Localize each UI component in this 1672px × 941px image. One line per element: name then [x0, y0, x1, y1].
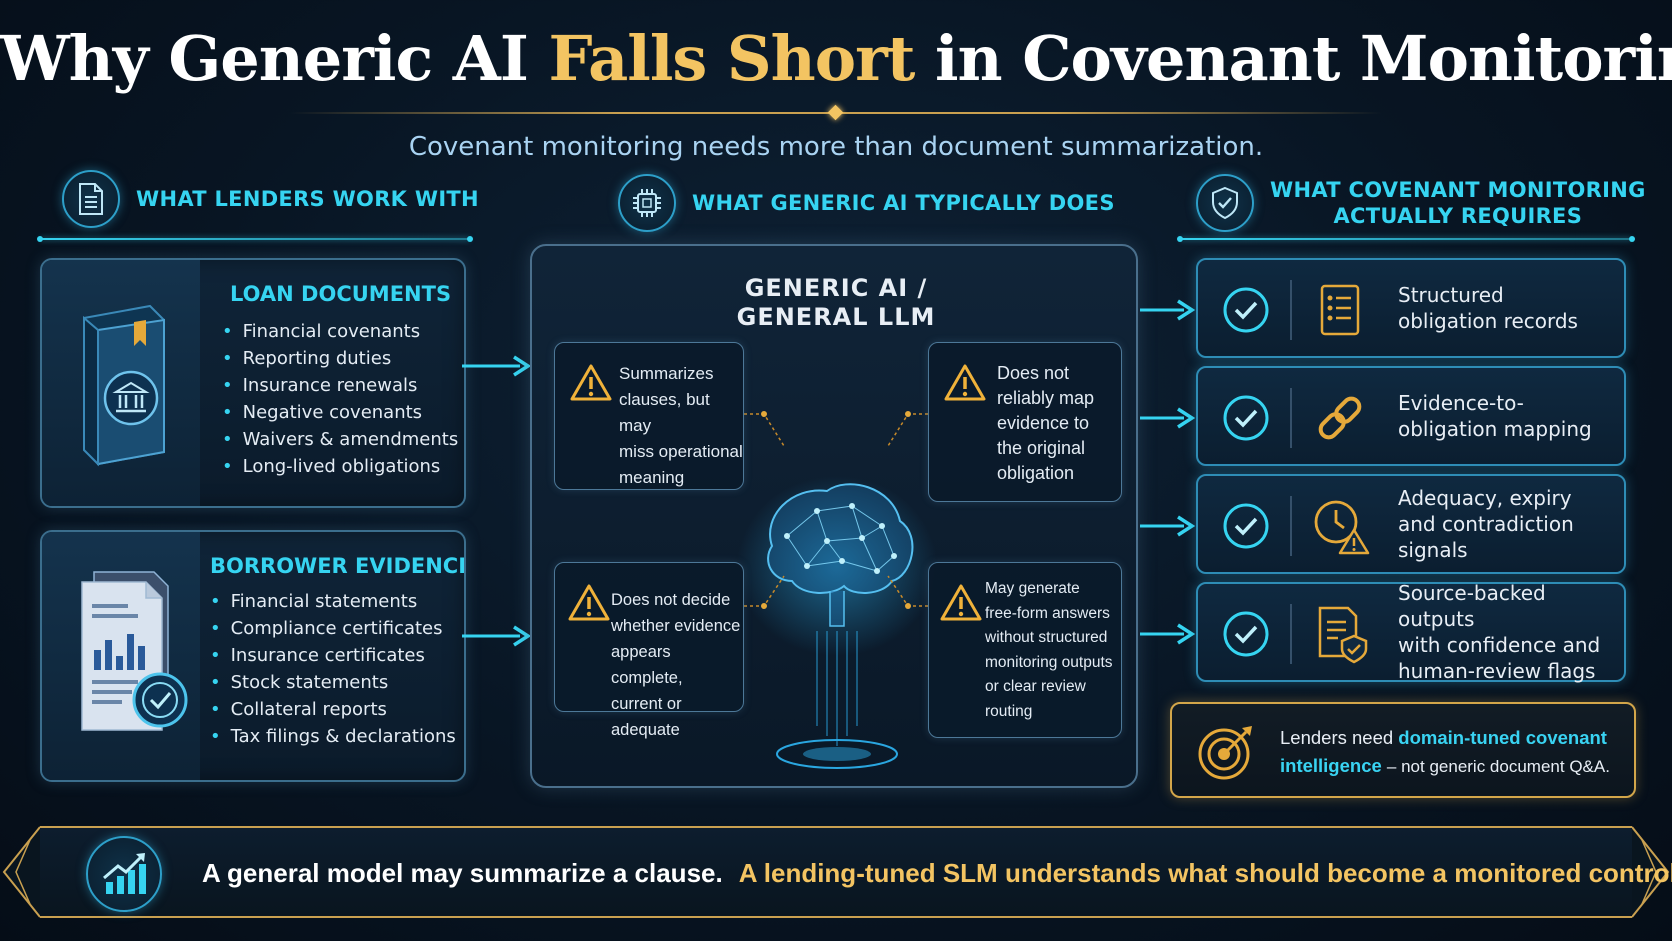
subtitle: Covenant monitoring needs more than docu… [408, 132, 1264, 162]
list-item: Negative covenants [222, 399, 458, 426]
right-header-line [1177, 236, 1635, 242]
warning-box-free-form: May generate free-form answers without s… [928, 562, 1122, 738]
diamond-ornament-icon [827, 104, 844, 121]
banner-left-cap [2, 826, 40, 918]
warning-icon [570, 364, 612, 401]
list-item: Collateral reports [210, 696, 456, 723]
list-item: Long-lived obligations [222, 453, 458, 480]
left-column-header: WHAT LENDERS WORK WITH [62, 170, 479, 228]
borrower-evidence-title: BORROWER EVIDENCE [210, 554, 466, 578]
brain-network-icon [737, 476, 937, 769]
title-highlight: Falls Short [548, 22, 916, 95]
requirement-structured-records: Structured obligation records [1196, 258, 1626, 358]
banner-right-cap [1632, 826, 1670, 918]
list-item: Compliance certificates [210, 615, 456, 642]
warning-icon [568, 584, 610, 621]
financial-document-icon [81, 571, 188, 731]
check-circle-icon [1223, 503, 1269, 549]
center-column-header: WHAT GENERIC AI TYPICALLY DOES [618, 174, 1115, 232]
arrow-right-icon [1140, 515, 1196, 537]
list-item: Tax filings & declarations [210, 723, 456, 750]
generic-ai-panel: GENERIC AI / GENERAL LLM [530, 244, 1138, 788]
shield-check-icon [1196, 174, 1254, 232]
center-header-label: WHAT GENERIC AI TYPICALLY DOES [692, 191, 1115, 215]
list-item: Insurance certificates [210, 642, 456, 669]
growth-chart-icon [86, 836, 162, 912]
list-item: Financial covenants [222, 318, 458, 345]
page-title: Why Generic AI Falls Short in Covenant M… [0, 22, 1672, 95]
borrower-evidence-panel: BORROWER EVIDENCE Financial statements C… [40, 530, 466, 782]
document-icon [62, 170, 120, 228]
link-icon [1318, 396, 1362, 440]
list-item: Stock statements [210, 669, 456, 696]
arrow-right-icon [1140, 299, 1196, 321]
warning-box-completeness: Does not decide whether evidence appears… [554, 562, 744, 739]
right-header-label: WHAT COVENANT MONITORING ACTUALLY REQUIR… [1270, 178, 1646, 228]
check-circle-icon [1223, 287, 1269, 333]
target-icon [1198, 726, 1252, 780]
banner-message: A general model may summarize a clause.A… [202, 858, 1672, 888]
left-header-label: WHAT LENDERS WORK WITH [136, 187, 479, 211]
loan-documents-panel: LOAN DOCUMENTS Financial covenants Repor… [40, 258, 466, 508]
lenders-need-callout: Lenders need domain-tuned covenant intel… [1170, 702, 1636, 798]
list-item: Insurance renewals [222, 372, 458, 399]
left-header-line [37, 236, 473, 242]
arrow-right-icon [1140, 407, 1196, 429]
requirement-adequacy-signals: Adequacy, expiry and contradiction signa… [1196, 474, 1626, 574]
requirement-source-backed-outputs: Source-backed outputs with confidence an… [1196, 581, 1626, 683]
check-circle-icon [1223, 395, 1269, 441]
arrow-right-icon [462, 625, 532, 647]
clock-warning-icon [1314, 500, 1370, 555]
warning-icon [944, 364, 986, 401]
requirement-evidence-mapping: Evidence-to- obligation mapping [1196, 366, 1626, 466]
arrow-right-icon [462, 355, 532, 377]
loan-documents-list: Financial covenants Reporting duties Ins… [222, 318, 459, 480]
list-item: Reporting duties [222, 345, 458, 372]
check-circle-icon [1223, 611, 1269, 657]
loan-documents-title: LOAN DOCUMENTS [230, 282, 452, 306]
generic-ai-title: GENERIC AI / GENERAL LLM [736, 274, 936, 331]
arrow-right-icon [1140, 623, 1196, 645]
book-bank-icon [83, 304, 165, 467]
checklist-icon [1320, 284, 1360, 336]
borrower-evidence-list: Financial statements Compliance certific… [210, 588, 456, 750]
list-item: Financial statements [210, 588, 456, 615]
right-column-header: WHAT COVENANT MONITORING ACTUALLY REQUIR… [1196, 174, 1646, 232]
warning-box-evidence-map: Does not reliably map evidence to the or… [928, 342, 1122, 502]
warning-box-summarizes: Summarizes clauses, but may miss operati… [554, 342, 744, 490]
connector-lines [744, 411, 928, 609]
list-item: Waivers & amendments [222, 426, 459, 453]
document-shield-icon [1318, 606, 1368, 664]
bottom-banner: A general model may summarize a clause.A… [40, 826, 1672, 918]
warning-icon [940, 584, 982, 621]
chip-icon [618, 174, 676, 232]
